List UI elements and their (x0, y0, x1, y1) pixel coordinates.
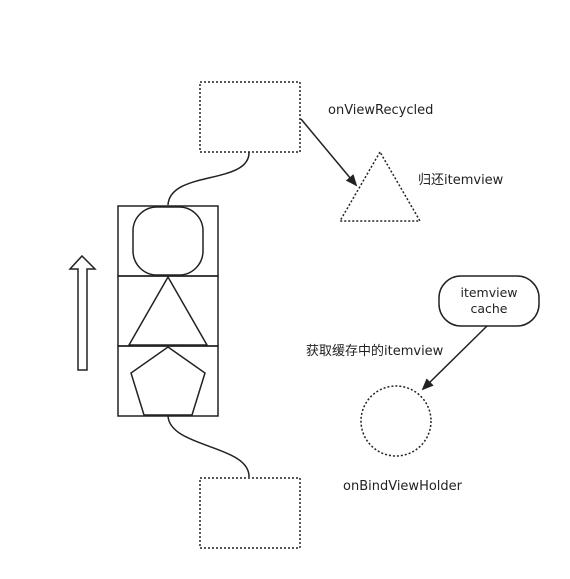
bind-view-box (199, 477, 301, 549)
recycle-arrow (300, 118, 358, 187)
itemview-cache-box (438, 275, 540, 327)
return-itemview-label: 归还itemview (418, 173, 504, 188)
list-item (117, 275, 219, 347)
triangle-shape (127, 275, 209, 346)
pentagon-shape (130, 346, 206, 416)
on-view-recycled-label: onViewRecycled (328, 103, 433, 118)
on-bind-view-holder-label: onBindViewHolder (343, 479, 463, 494)
recycler-list (117, 205, 219, 417)
recycled-view-box (199, 81, 301, 153)
cache-label-line1: itemview (460, 285, 517, 300)
bottom-connector-curve (167, 415, 250, 478)
returned-itemview-triangle (338, 150, 422, 222)
get-cached-itemview-label: 获取缓存中的itemview (306, 343, 444, 359)
rounded-square-shape (132, 206, 204, 276)
top-connector-curve (167, 151, 250, 206)
fetch-cache-arrow (421, 325, 488, 391)
cache-label-line2: cache (470, 301, 507, 316)
up-arrow-icon (68, 254, 97, 371)
cached-itemview-circle (360, 385, 432, 457)
